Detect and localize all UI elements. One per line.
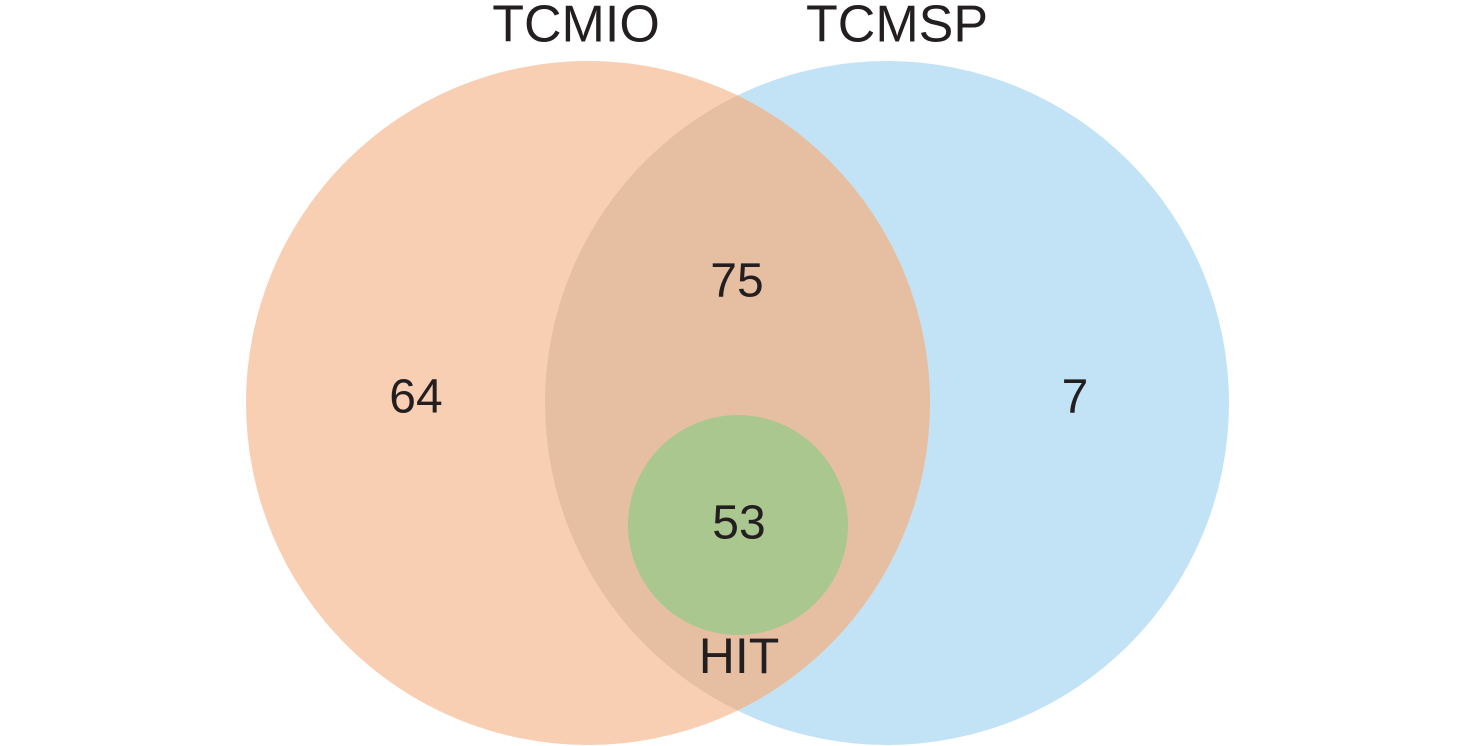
tcmio-label: TCMIO xyxy=(492,0,660,54)
hit-label: HIT xyxy=(699,628,780,684)
tcmsp-label: TCMSP xyxy=(806,0,988,54)
all-three-count: 53 xyxy=(712,497,765,550)
tcmio-tcmsp-count: 75 xyxy=(710,255,763,308)
tcmsp-only-count: 7 xyxy=(1062,371,1089,424)
tcmio-only-count: 64 xyxy=(389,371,442,424)
hit-circle xyxy=(628,415,848,635)
